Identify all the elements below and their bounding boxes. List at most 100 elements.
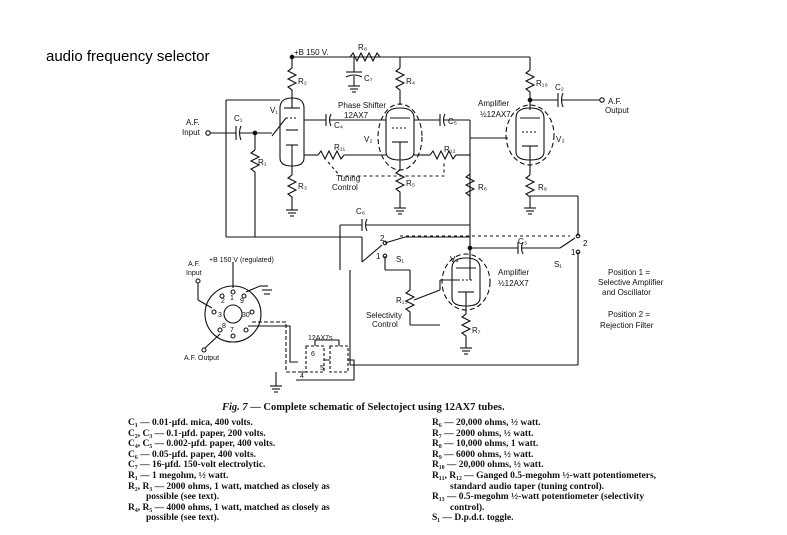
r9-resistor	[524, 174, 536, 215]
r6-label: R₆	[478, 183, 487, 192]
af-input-label: A.F.	[186, 118, 200, 127]
position2-desc: Rejection Filter	[600, 321, 654, 330]
parts-list-item: R₉ — 6000 ohms, ½ watt.	[432, 449, 534, 460]
r2-label: R₂	[298, 77, 307, 86]
r11-label: R₁₁	[334, 143, 345, 152]
pin-number: 3	[218, 312, 222, 319]
pin-number: 4	[300, 373, 304, 380]
r3-label: R₃	[298, 182, 307, 191]
c4-capacitor	[304, 113, 386, 127]
s1-pos2-a: 2	[380, 234, 385, 243]
r9-label: R₉	[538, 183, 547, 192]
parts-list-item: possible (see text).	[146, 492, 220, 503]
s1-pos1-a: 1	[376, 252, 381, 261]
af-input-b-label-2: Input	[186, 270, 202, 277]
position1-desc: Selective Amplifier	[598, 278, 664, 287]
r12-label: R₁₂	[444, 145, 456, 154]
s1-pos1-b: 1	[571, 248, 576, 257]
page-title: audio frequency selector	[46, 48, 210, 65]
c2-capacitor	[527, 92, 605, 108]
r1-label: R₁	[258, 158, 267, 167]
af-input-b-label: A.F.	[188, 261, 200, 268]
r8-resistor	[349, 51, 381, 63]
parts-list-item: C₄, C₅ — 0.002-µfd. paper, 400 volts.	[128, 439, 276, 450]
c7-capacitor	[345, 57, 363, 93]
r10-label: R₁₀	[536, 79, 548, 88]
pin-number: 7	[230, 327, 234, 334]
c4-label: C₄	[334, 121, 343, 130]
r1-resistor	[249, 149, 261, 180]
pin-number: 8	[222, 323, 226, 330]
parts-list-item: C₁ — 0.01-µfd. mica, 400 volts.	[128, 418, 253, 428]
v3-label: V₃	[556, 135, 565, 144]
r10-resistor	[524, 69, 536, 110]
pin-number: 2	[221, 298, 225, 305]
parts-list-item: standard audio taper (tuning control).	[450, 481, 605, 492]
tubes-12ax7s-label: 12AX7s	[308, 335, 333, 342]
parts-list-item: C₂, C₃ — 0.1-µfd. paper, 200 volts.	[128, 428, 266, 439]
v2-tube	[377, 103, 423, 171]
af-input-label-2: Input	[182, 128, 201, 137]
amplifier-label-a: Amplifier	[478, 99, 509, 108]
s1-switch-a	[361, 236, 470, 270]
pin-number: 6	[311, 351, 315, 358]
parts-list-item: R₁₃ — 0.5-megohm ½-watt potentiometer (s…	[432, 492, 645, 503]
af-output-label-2: Output	[605, 106, 630, 115]
r4-label: R₄	[406, 77, 415, 86]
parts-list-item: R₁₀ — 20,000 ohms, ½ watt.	[432, 460, 544, 471]
c1-label: C₁	[234, 114, 243, 123]
c3-capacitor	[467, 241, 560, 255]
parts-list-item: R₆ — 20,000 ohms, ½ watt.	[432, 418, 541, 428]
r12-potentiometer	[414, 149, 470, 161]
tuning-label: Tuning	[336, 174, 360, 183]
r11-potentiometer	[304, 149, 386, 161]
figure-number: Fig. 7	[222, 402, 248, 413]
parts-list-item: control).	[450, 502, 485, 513]
r13-potentiometer	[385, 269, 441, 326]
af-input-c1	[205, 125, 272, 150]
c5-label: C₅	[448, 117, 457, 126]
r13-label: R₁₃	[396, 296, 408, 305]
s1-pos2-b: 2	[583, 239, 588, 248]
parts-list-item: C₆ — 0.05-µfd. paper, 400 volts.	[128, 449, 257, 460]
c5-capacitor	[414, 113, 508, 280]
pin-number: 9	[240, 298, 244, 305]
pin-number: 1	[230, 295, 234, 302]
parts-list-item: possible (see text).	[146, 513, 220, 524]
r4-resistor	[394, 67, 406, 105]
s1-label-b: S₁	[554, 260, 562, 269]
r8-label: R₈	[358, 43, 367, 52]
s1-label-a: S₁	[396, 255, 404, 264]
parts-list-item: R₁ — 1 megohm, ½ watt.	[128, 470, 229, 481]
r5-resistor	[394, 169, 406, 215]
tuning-control-label: Control	[332, 183, 358, 192]
b150-regulated-label: +B 150 V (regulated)	[209, 257, 274, 264]
tube-12ax7-label: 12AX7	[344, 111, 369, 120]
position1-desc-2: and Oscillator	[602, 288, 651, 297]
v4-tube	[440, 248, 491, 314]
c6-capacitor	[225, 99, 470, 270]
half-12ax7-label-a: ½12AX7	[480, 110, 511, 119]
tube-socket-diagram	[195, 262, 355, 393]
pin-number: 30	[242, 312, 250, 319]
v2-label: V₂	[364, 135, 372, 144]
c7-label: C₇	[364, 74, 373, 83]
v1-tube	[271, 97, 305, 175]
parts-list-item: R₂, R₃ — 2000 ohms, 1 watt, matched as c…	[128, 481, 330, 492]
half-12ax7-label-b: ½12AX7	[498, 279, 529, 288]
r2-resistor	[286, 67, 298, 100]
figure-caption: Fig. 7 — Complete schematic of Selectoje…	[222, 402, 505, 413]
r7-label: R₇	[472, 326, 481, 335]
phase-shifter-label: Phase Shifter	[338, 101, 386, 110]
schematic-diagram: +B 150 V. R₈ C₇ R₂ R₄ R	[182, 43, 664, 393]
position2-label: Position 2 =	[608, 310, 650, 319]
selectivity-control-label: Control	[372, 320, 398, 329]
parts-list-item: S₁ — D.p.d.t. toggle.	[432, 513, 514, 524]
parts-list-left: C₁ — 0.01-µfd. mica, 400 volts.C₂, C₃ — …	[128, 418, 330, 524]
r7-resistor	[460, 313, 472, 355]
amplifier-label-b: Amplifier	[498, 268, 529, 277]
c6-label: C₆	[356, 207, 365, 216]
b150-label: +B 150 V.	[294, 48, 329, 57]
v4-label: V₄	[450, 255, 459, 264]
